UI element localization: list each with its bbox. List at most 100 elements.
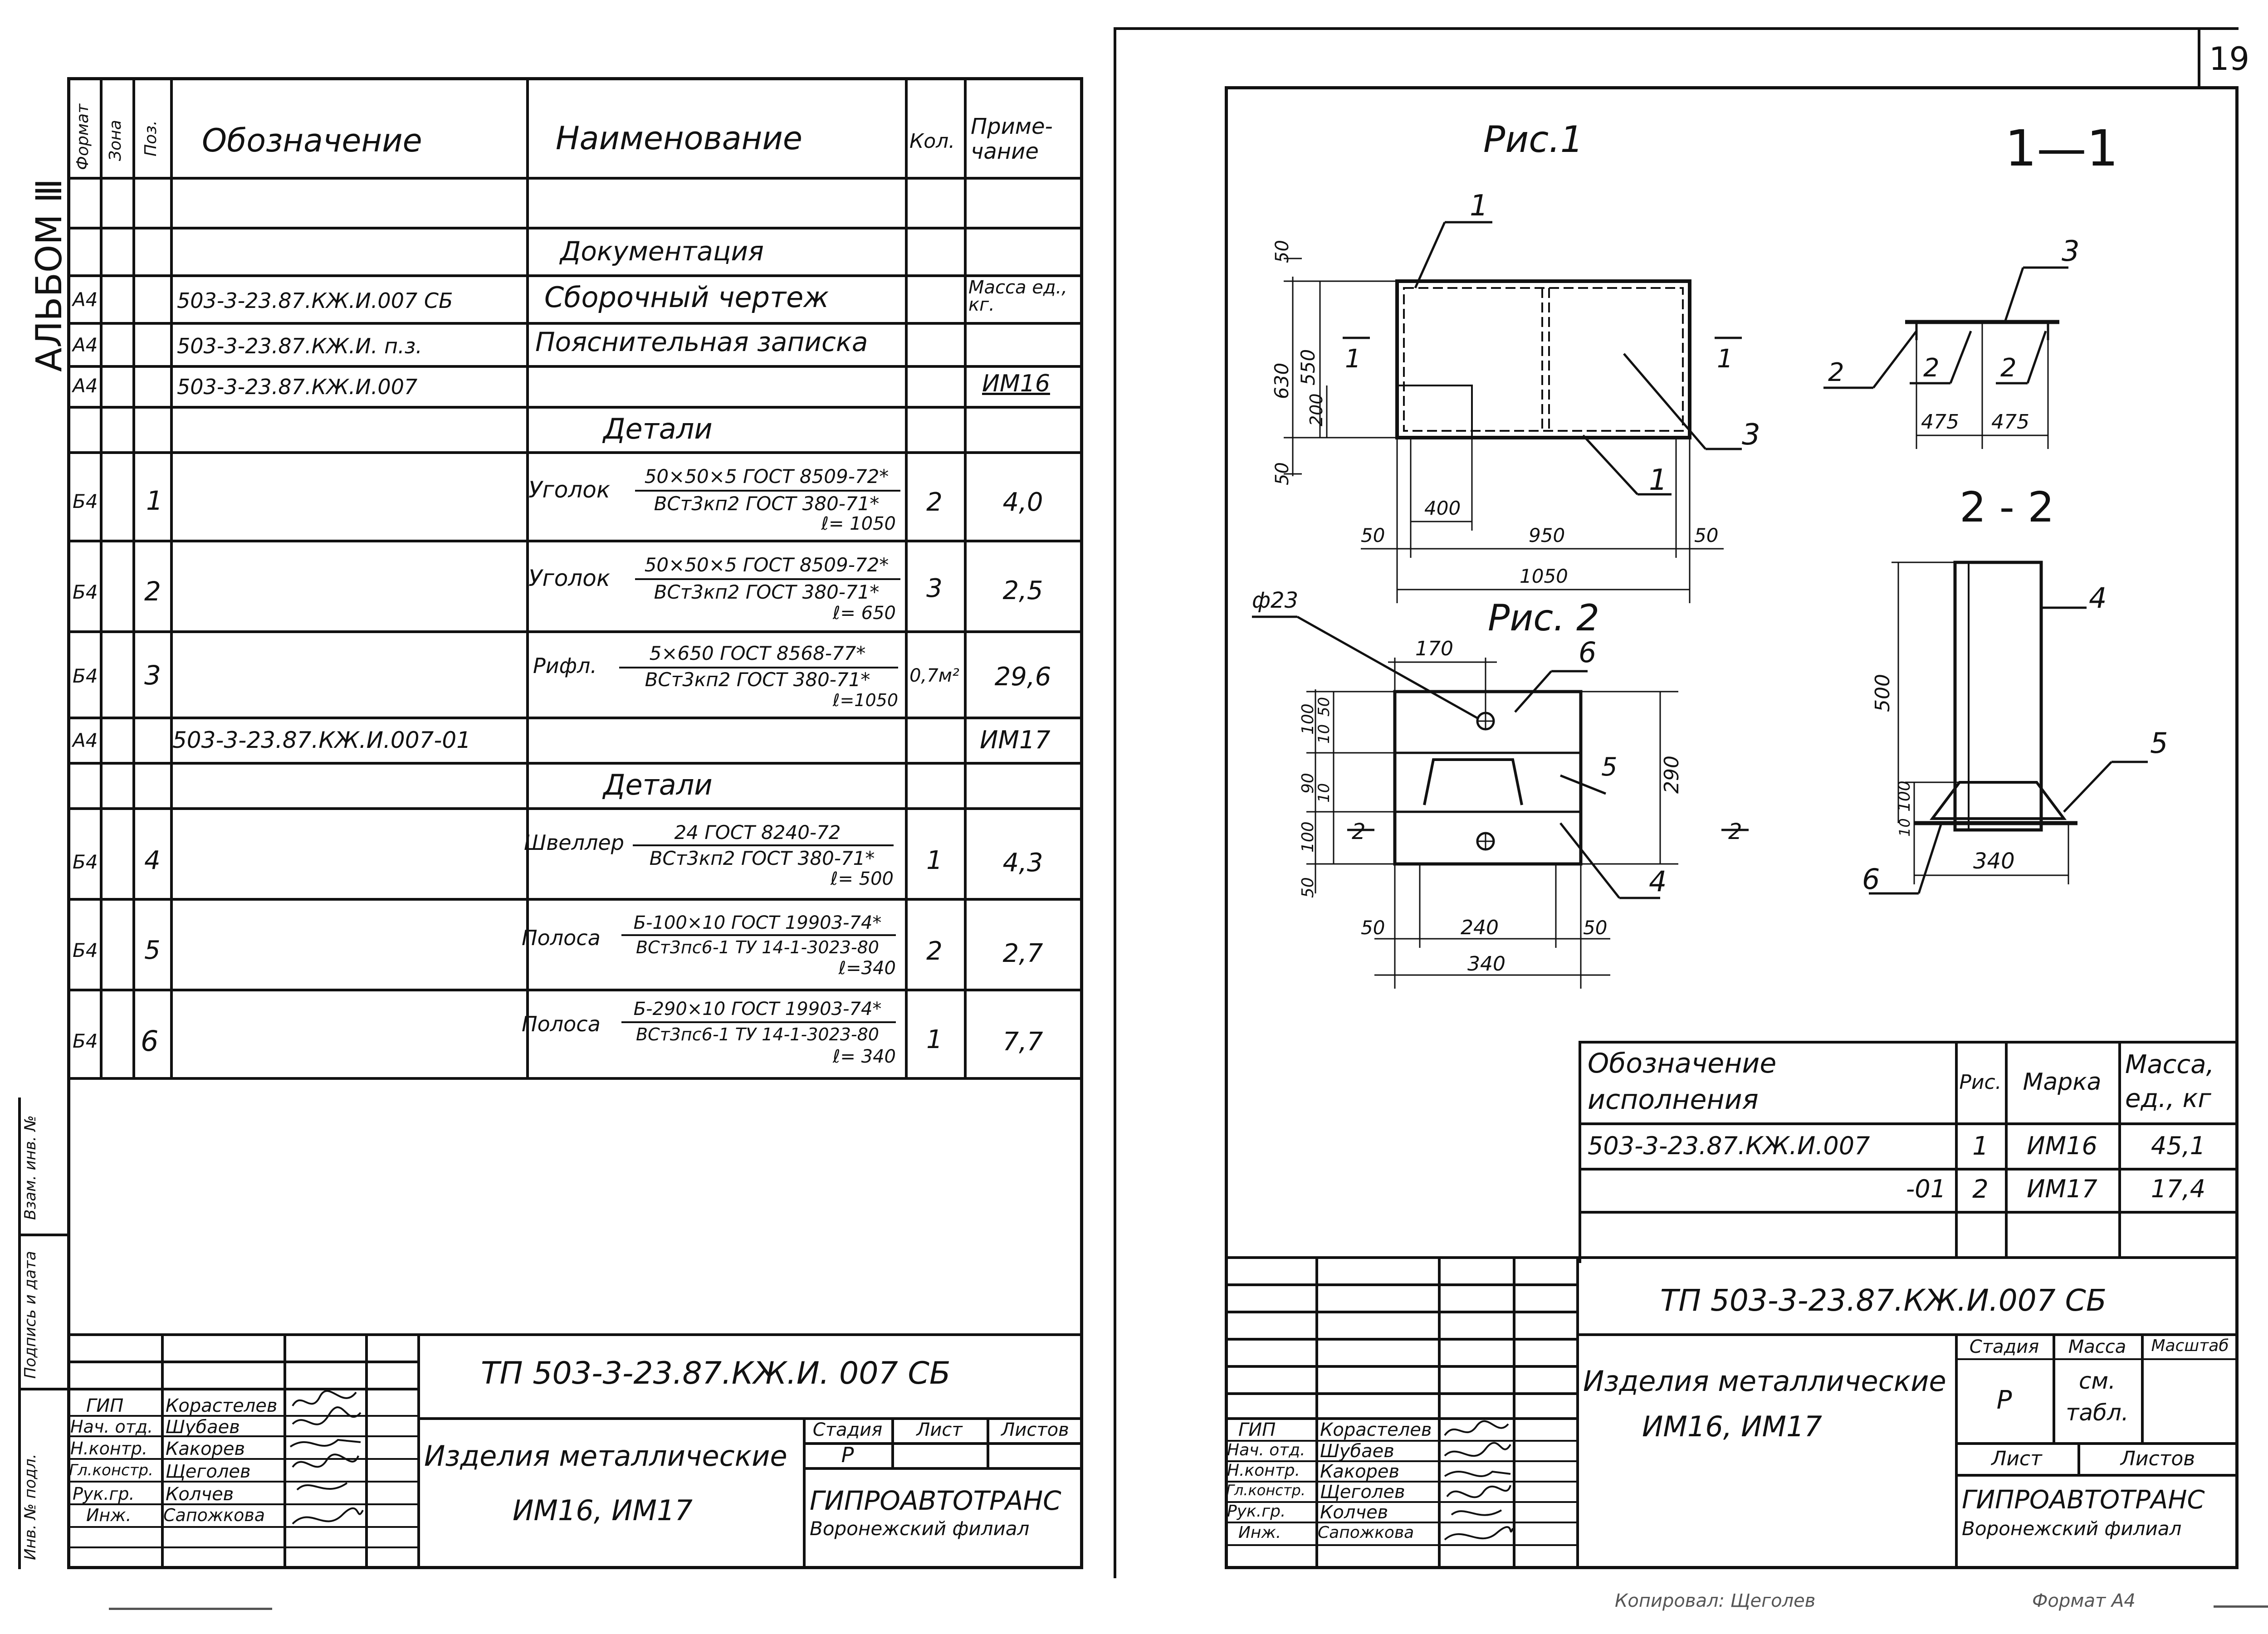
exec-row1-designation: 503-3-23.87.КЖ.И.007 — [1588, 1132, 1870, 1160]
header-pos: Поз. — [142, 120, 160, 156]
row5-pos: 1 — [146, 485, 163, 516]
right-staff-role-0: ГИП — [1238, 1419, 1276, 1440]
row6-frac-top: 50×50×5 ГОСТ 8509-72* — [644, 554, 889, 576]
svg-text:100: 100 — [1895, 780, 1914, 812]
svg-text:100: 100 — [1299, 821, 1317, 853]
row2-format: А4 — [73, 334, 98, 356]
svg-text:ф23: ф23 — [1252, 588, 1298, 613]
row7-format: Б4 — [73, 665, 98, 687]
row12-frac-top: Б-290×10 ГОСТ 19903-74* — [633, 999, 882, 1019]
svg-text:50: 50 — [1299, 877, 1317, 898]
svg-text:1: 1 — [1649, 463, 1667, 497]
svg-text:3: 3 — [1742, 418, 1760, 452]
svg-text:10: 10 — [1896, 818, 1913, 837]
left-staff-name-5: Сапожкова — [163, 1505, 265, 1525]
left-staff-name-2: Какорев — [166, 1439, 245, 1459]
svg-text:240: 240 — [1461, 916, 1499, 939]
section-details-2: Детали — [603, 768, 713, 801]
header-format: Формат — [73, 103, 92, 170]
svg-text:1050: 1050 — [1520, 565, 1568, 587]
svg-text:4: 4 — [2089, 581, 2107, 615]
left-title-2: ИМ16, ИМ17 — [513, 1494, 693, 1527]
svg-text:2: 2 — [1923, 353, 1940, 383]
svg-text:500: 500 — [1871, 674, 1894, 712]
exec-header-designation-2: исполнения — [1588, 1084, 1759, 1116]
svg-text:2: 2 — [1728, 819, 1742, 844]
exec-row1-mark: ИМ16 — [2027, 1132, 2097, 1160]
row12-qty: 1 — [926, 1025, 943, 1054]
exec-header-mass-1: Масса, — [2125, 1050, 2214, 1079]
row6-frac-sub: ℓ= 650 — [832, 603, 896, 624]
svg-text:290: 290 — [1660, 756, 1683, 794]
row1-note: Масса ед., кг. — [968, 277, 1067, 315]
header-name: Наименование — [556, 120, 802, 157]
right-signatures — [1444, 1420, 1513, 1541]
svg-text:630: 630 — [1271, 363, 1293, 399]
svg-text:2: 2 — [1828, 358, 1844, 387]
row1-designation: 503-3-23.87.КЖ.И.007 СБ — [177, 288, 453, 313]
svg-text:550: 550 — [1297, 349, 1319, 385]
row7-frac-sub: ℓ=1050 — [832, 690, 898, 710]
exec-row1-mass: 45,1 — [2151, 1132, 2206, 1160]
right-staff-name-4: Колчев — [1320, 1502, 1388, 1523]
exec-row2-mass: 17,4 — [2151, 1175, 2206, 1203]
exec-row2-designation: -01 — [1906, 1175, 1946, 1203]
row11-pos: 5 — [144, 936, 161, 965]
row5-name: Уголок — [528, 477, 611, 503]
right-scale-header: Масштаб — [2151, 1336, 2229, 1355]
left-sheet-header: Лист — [916, 1419, 963, 1440]
exec-header-fig: Рис. — [1959, 1071, 2002, 1094]
right-title-1: Изделия металлические — [1583, 1365, 1946, 1398]
svg-text:50: 50 — [1694, 524, 1718, 546]
section-details-1: Детали — [603, 412, 713, 445]
svg-text:475: 475 — [1921, 410, 1959, 434]
right-title-2: ИМ16, ИМ17 — [1642, 1410, 1822, 1443]
row7-qty: 0,7м² — [909, 665, 959, 686]
row12-format: Б4 — [73, 1030, 98, 1052]
fig2-label: Рис. 2 — [1488, 597, 1599, 639]
row3-designation: 503-3-23.87.КЖ.И.007 — [177, 375, 418, 399]
left-org-1: ГИПРОАВТОТРАНС — [810, 1485, 1061, 1516]
svg-text:100: 100 — [1299, 703, 1317, 735]
side-strip-div2 — [18, 1388, 67, 1390]
svg-text:50: 50 — [1272, 462, 1293, 485]
svg-text:5: 5 — [2150, 727, 2168, 760]
row11-frac-sub: ℓ=340 — [838, 958, 896, 979]
left-signatures — [289, 1390, 364, 1525]
svg-text:5: 5 — [1601, 752, 1618, 782]
left-staff-name-1: Шубаев — [166, 1417, 240, 1438]
fig2-plate — [1393, 690, 1583, 866]
row10-name: Швеллер — [524, 830, 624, 855]
right-staff-role-3: Гл.констр. — [1226, 1482, 1305, 1499]
right-stage: Р — [1996, 1385, 2012, 1415]
row6-qty: 3 — [926, 574, 943, 603]
svg-text:50: 50 — [1583, 917, 1607, 939]
svg-text:10: 10 — [1315, 724, 1333, 744]
row10-qty: 1 — [926, 846, 943, 875]
row7-name: Рифл. — [533, 654, 597, 678]
left-staff-role-0: ГИП — [86, 1395, 124, 1416]
left-title-1: Изделия металлические — [424, 1439, 787, 1473]
row8-designation: 503-3-23.87.КЖ.И.007-01 — [172, 727, 471, 753]
svg-text:50: 50 — [1361, 524, 1385, 546]
left-staff-name-0: Корастелев — [166, 1395, 278, 1416]
svg-text:90: 90 — [1299, 773, 1317, 794]
right-staff-name-1: Шубаев — [1320, 1441, 1394, 1462]
left-staff-role-1: Нач. отд. — [70, 1417, 153, 1437]
right-sheet-header: Лист — [1991, 1447, 2042, 1470]
row10-pos: 4 — [144, 846, 161, 875]
side-label-signature: Подпись и дата — [21, 1251, 39, 1379]
row12-note: 7,7 — [1002, 1027, 1043, 1057]
side-label-inv-orig: Инв. № подл. — [21, 1454, 39, 1560]
svg-text:50: 50 — [1315, 697, 1333, 717]
row1-name: Сборочный чертеж — [544, 281, 829, 314]
right-code: ТП 503-3-23.87.КЖ.И.007 СБ — [1660, 1283, 2107, 1318]
top-line-right — [1114, 27, 2239, 30]
svg-text:1: 1 — [1717, 344, 1733, 374]
fig1-frame — [1395, 279, 1691, 439]
row12-pos: 6 — [141, 1024, 159, 1058]
row5-frac-top: 50×50×5 ГОСТ 8509-72* — [644, 465, 889, 488]
left-staff-name-4: Колчев — [166, 1484, 234, 1505]
left-sheet-frame — [67, 77, 1083, 1569]
row3-format: А4 — [73, 375, 98, 397]
